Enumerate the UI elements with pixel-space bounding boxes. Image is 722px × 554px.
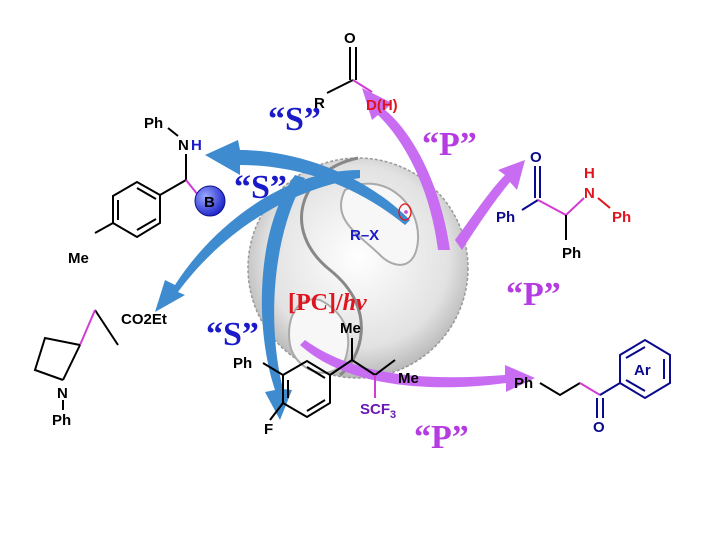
svg-text:O: O (593, 419, 605, 436)
svg-text:N: N (57, 385, 68, 402)
svg-text:Ph: Ph (562, 245, 581, 262)
svg-text:O: O (344, 30, 356, 47)
s-label-1: “S” (268, 101, 321, 138)
svg-text:Me: Me (68, 250, 89, 267)
svg-text:Ph: Ph (233, 355, 252, 372)
svg-text:H: H (584, 165, 595, 182)
product-amine-boron: Ph N H B Me (68, 115, 226, 267)
p-arrows (300, 88, 535, 392)
p-label-3: “P” (414, 419, 469, 456)
svg-text:Ar: Ar (634, 362, 651, 379)
product-aldehyde: O R D(H) (314, 30, 398, 114)
svg-text:H: H (191, 137, 202, 154)
svg-text:Ph: Ph (612, 209, 631, 226)
boron-ball-icon (194, 185, 226, 217)
s-arrow-bottom (261, 175, 305, 420)
p-label-1: “P” (422, 126, 477, 163)
svg-text:N: N (178, 137, 189, 154)
svg-text:O: O (530, 149, 542, 166)
reagent-rx: R–X (350, 227, 379, 244)
catalyst-label: [PC]/hv (288, 290, 367, 316)
product-scf3: Me Me SCF3 Ph F (233, 320, 419, 438)
s-arrow-top (205, 140, 410, 225)
radical-dot-icon (404, 210, 408, 214)
s-arrow-left (155, 170, 360, 312)
svg-text:N: N (584, 185, 595, 202)
s-label-3: “S” (206, 316, 259, 353)
svg-text:R: R (314, 95, 325, 112)
svg-text:D(H): D(H) (366, 97, 398, 114)
photocatalyst-disk (247, 156, 469, 379)
svg-text:F: F (264, 421, 273, 438)
p-arrow-top (362, 88, 450, 250)
svg-text:Me: Me (398, 370, 419, 387)
scf3-label: SCF3 (360, 401, 396, 421)
s-arrows (155, 140, 410, 420)
product-pyrrolidine: CO2Et N Ph (33, 309, 167, 429)
s-label-2: “S” (234, 169, 287, 206)
p-arrow-right (455, 160, 525, 250)
p-label-2: “P” (506, 276, 561, 313)
svg-text:Me: Me (340, 320, 361, 337)
svg-text:Ph: Ph (496, 209, 515, 226)
svg-text:Ph: Ph (514, 375, 533, 392)
product-arylketone: Ph O Ar (514, 338, 671, 436)
radical-orbital-icon (398, 203, 412, 221)
co2et-label: CO2Et (121, 311, 167, 328)
svg-text:Ph: Ph (52, 412, 71, 429)
svg-text:Ph: Ph (144, 115, 163, 132)
product-aminoketone: O Ph H N Ph Ph (496, 149, 631, 262)
p-arrow-bottom (300, 340, 535, 392)
svg-text:B: B (204, 194, 215, 211)
